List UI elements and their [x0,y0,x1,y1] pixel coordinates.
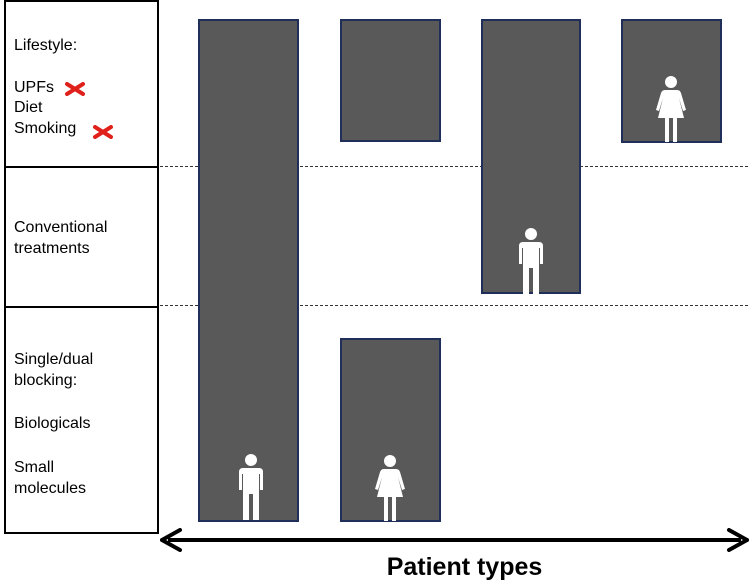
cross-mark-icon [93,125,113,139]
conventional-row-box: Conventional treatments [4,166,159,308]
axis-label: Patient types [386,553,543,581]
female-icon [375,455,405,521]
patient-column-4 [621,19,722,143]
conventional-label-line2: treatments [14,240,90,257]
male-icon [519,228,543,294]
female-icon [656,76,686,142]
biologicals-label: Biologicals [14,415,91,432]
patient-column-2-top [340,19,441,142]
cross-mark-icon [65,82,85,96]
lifestyle-item-diet: Diet [14,99,43,116]
row-separator-dashed [160,305,748,306]
lifestyle-item-upfs: UPFs [14,79,54,96]
patient-column-1 [198,19,299,522]
small-molecules-line1: Small [14,459,55,476]
double-arrow-icon [160,528,749,552]
blocking-label-line1: Single/dual [14,351,94,368]
row-separator-dashed [160,166,748,167]
male-icon [239,454,263,520]
lifestyle-heading: Lifestyle: [14,37,78,54]
conventional-label-line1: Conventional [14,219,108,236]
lifestyle-row-box: Lifestyle: UPFs Diet Smoking [4,0,159,168]
blocking-label-line2: blocking: [14,372,78,389]
small-molecules-line2: molecules [14,480,87,497]
lifestyle-item-smoking: Smoking [14,120,77,137]
blocking-row-box: Single/dual blocking: Biologicals Small … [4,306,159,534]
